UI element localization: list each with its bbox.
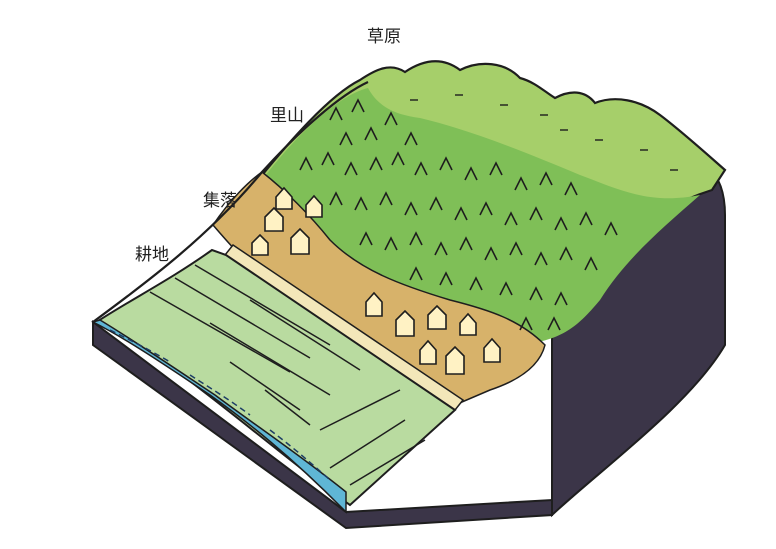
- forest-trees: [299, 98, 618, 331]
- field-lines: [149, 264, 426, 486]
- label-settlement: 集落: [203, 191, 237, 211]
- mountain-outline: [92, 81, 369, 323]
- houses: [251, 186, 501, 375]
- house: [459, 312, 477, 336]
- house: [305, 194, 323, 218]
- river: [90, 319, 347, 514]
- house: [395, 309, 415, 337]
- house: [290, 227, 310, 255]
- grass-marks: [410, 94, 678, 171]
- house: [427, 304, 447, 330]
- forest-region: [262, 88, 700, 345]
- river-waves: [109, 329, 331, 481]
- house: [483, 337, 501, 363]
- house: [264, 206, 284, 232]
- label-farmland: 耕地: [135, 245, 169, 265]
- house: [445, 345, 465, 375]
- house: [365, 291, 383, 317]
- house: [275, 186, 293, 210]
- house: [419, 339, 437, 365]
- house: [251, 233, 269, 256]
- label-satoyama: 里山: [270, 106, 304, 126]
- label-grassland: 草原: [367, 27, 401, 47]
